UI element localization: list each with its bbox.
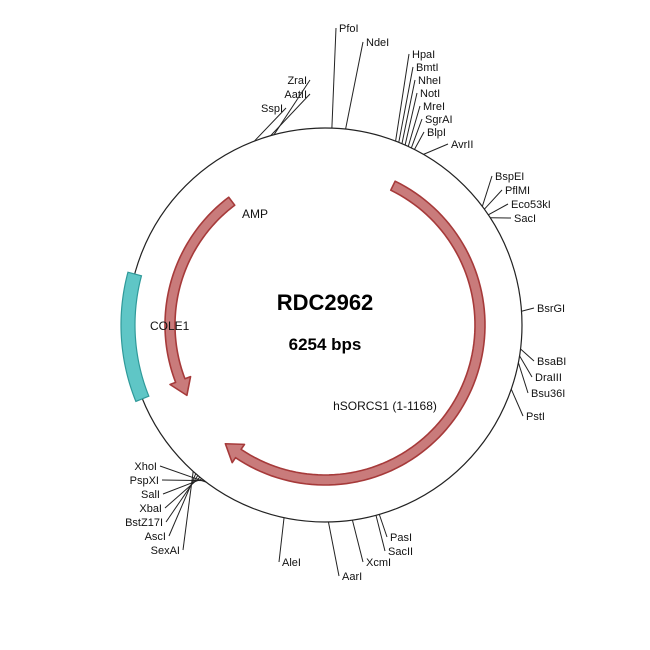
site-label-bmti: BmtI [416,62,439,74]
site-label-draiii: DraIII [535,372,562,384]
site-label-sexai: SexAI [151,545,180,557]
site-label-noti: NotI [420,88,440,100]
site-label-bsabi: BsaBI [537,356,566,368]
site-label-bspei: BspEI [495,171,524,183]
site-leader-sspi [254,107,287,142]
site-label-pfoi: PfoI [339,23,359,35]
site-leader-aari [327,521,340,577]
site-leader-pflmi [484,189,503,210]
site-leader-pfoi [331,27,337,129]
site-leader-blpi [414,131,425,150]
site-leader-xbai [164,476,201,509]
site-leader-bspei [481,175,493,207]
site-leader-bmti [398,66,414,143]
site-label-aatii: AatII [284,89,307,101]
site-label-nhei: NheI [418,75,441,87]
site-label-alei: AleI [282,557,301,569]
site-leader-pasi [378,514,388,538]
feature-arrow-hsorcs1 [224,180,486,486]
site-leader-draiii [519,355,533,378]
site-label-eco53ki: Eco53kI [511,199,551,211]
site-leader-xhoi [159,465,207,483]
feature-label-amp: AMP [242,207,268,221]
site-label-xhoi: XhoI [134,461,157,473]
site-label-psti: PstI [526,411,545,423]
site-leader-sexai [182,471,194,551]
site-leader-bstz17i [165,475,199,523]
site-leader-psti [510,388,524,417]
site-label-ndei: NdeI [366,37,389,49]
site-label-bsrgi: BsrGI [537,303,565,315]
site-label-sali: SalI [141,489,160,501]
site-leader-nhei [401,79,416,144]
site-leader-mrei [407,105,421,147]
site-leader-bsu36i [517,362,529,394]
site-label-saci: SacI [514,213,536,225]
site-label-bstz17i: BstZ17I [125,517,163,529]
site-label-hpai: HpaI [412,49,435,61]
site-label-pasi: PasI [390,532,412,544]
feature-box-cole1 [120,271,150,403]
site-leader-alei [278,517,285,563]
site-leader-sali [162,478,203,495]
site-label-zrai: ZraI [287,75,307,87]
site-label-blpi: BlpI [427,127,446,139]
site-label-pflmi: PflMI [505,185,530,197]
feature-arrow-amp [164,196,236,397]
site-leader-aatii [270,93,311,136]
site-label-asci: AscI [145,531,166,543]
site-leader-sgrai [410,118,423,149]
feature-label-cole1: COLE1 [150,319,190,333]
plasmid-name: RDC2962 [277,290,374,315]
site-leader-xcmi [351,519,364,563]
site-label-pspxi: PspXI [130,475,159,487]
site-label-bsu36i: Bsu36I [531,388,565,400]
site-label-mrei: MreI [423,101,445,113]
site-leader-eco53ki [488,203,509,216]
feature-label-hsorcs1: hSORCS1 (1-1168) [333,399,437,413]
site-label-aari: AarI [342,571,362,583]
site-leader-bsabi [520,348,535,362]
site-leader-avrii [423,143,449,155]
site-leader-bsrgi [521,307,535,312]
features-layer: AMP hSORCS1 (1-1168) COLE1 [120,180,486,486]
site-label-avrii: AvrII [451,139,473,151]
site-label-sgrai: SgrAI [425,114,453,126]
site-leader-zrai [273,79,311,135]
site-label-sspi: SspI [261,103,283,115]
site-label-sacii: SacII [388,546,413,558]
plasmid-size: 6254 bps [289,335,362,354]
site-leader-hpai [395,53,410,142]
site-leader-noti [404,92,418,146]
site-label-xbai: XbaI [139,503,162,515]
site-label-xcmi: XcmI [366,557,391,569]
site-leader-sacii [375,515,386,552]
site-leader-ndei [345,41,364,130]
